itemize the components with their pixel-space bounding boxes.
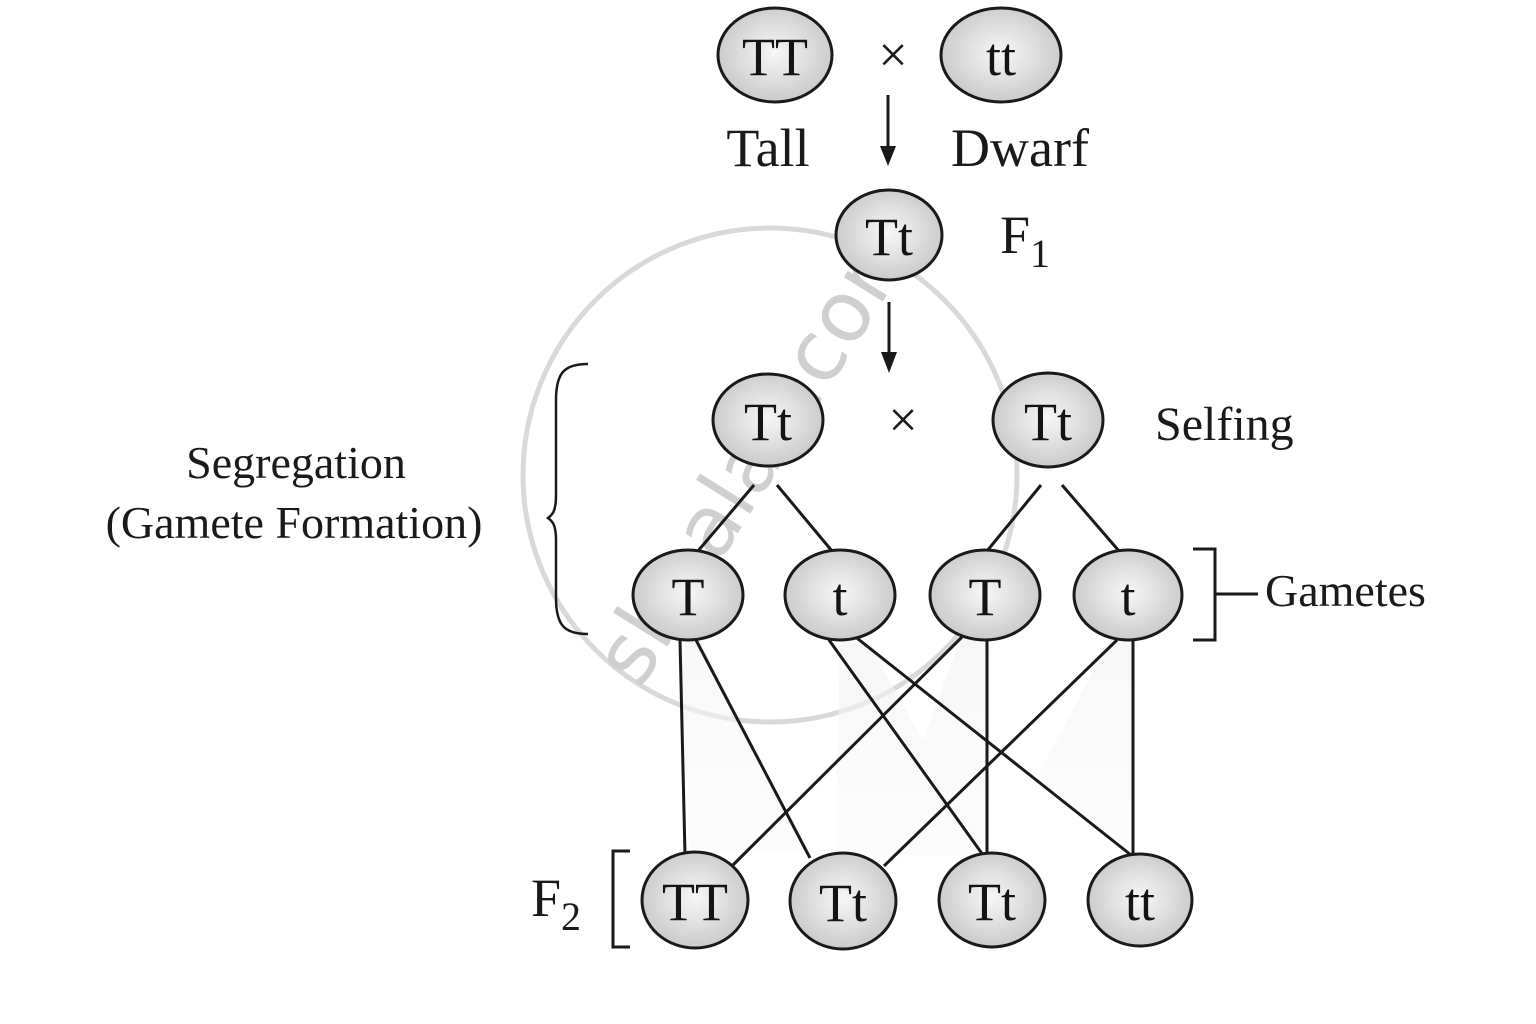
gamete-formation-label: (Gamete Formation) bbox=[106, 497, 483, 548]
f2-node: Tt bbox=[937, 851, 1047, 949]
phenotype-label-tall: Tall bbox=[726, 118, 809, 178]
parent-dwarf: tt bbox=[939, 6, 1063, 104]
watermark-circle bbox=[520, 225, 1020, 725]
genotype-node bbox=[939, 6, 1063, 104]
gamete-text: t bbox=[1120, 567, 1135, 627]
gamete-text: T bbox=[672, 567, 705, 627]
parent-tall: TT bbox=[716, 6, 834, 104]
f2-label-main: F bbox=[531, 868, 561, 928]
arrow-head-icon bbox=[881, 352, 897, 373]
genotype-text: Tt bbox=[865, 207, 913, 267]
fertilization-lines bbox=[678, 633, 1135, 868]
genotype-text: Tt bbox=[1024, 392, 1072, 452]
gamete-row: T t T t bbox=[631, 548, 1184, 642]
f2-node: tt bbox=[1086, 852, 1194, 948]
f1-label-main: F bbox=[1000, 205, 1030, 265]
genotype-node bbox=[834, 188, 944, 282]
f1-label-sub: 1 bbox=[1030, 231, 1050, 276]
genotype-node bbox=[716, 6, 834, 104]
genotype-text: Tt bbox=[819, 873, 867, 933]
gamete-text: t bbox=[832, 567, 847, 627]
connection-shading bbox=[680, 640, 1133, 855]
segregation-label: Segregation bbox=[186, 437, 406, 488]
selfing-left: Tt bbox=[711, 372, 825, 468]
f2-label: F2 bbox=[531, 868, 581, 939]
genotype-text: tt bbox=[986, 27, 1016, 87]
f2-bracket bbox=[611, 849, 630, 949]
arrow-head-icon bbox=[880, 146, 896, 166]
genotype-text: TT bbox=[742, 27, 808, 87]
gamete-text: T bbox=[969, 567, 1002, 627]
selfing-label: Selfing bbox=[1155, 398, 1294, 451]
arrow-p-to-f1 bbox=[880, 95, 896, 166]
cross-symbol: × bbox=[878, 27, 907, 84]
f2-node: TT bbox=[640, 850, 750, 950]
gametes-bracket bbox=[1193, 547, 1258, 642]
selfing-right: Tt bbox=[991, 371, 1105, 469]
f1-node: Tt bbox=[834, 188, 944, 282]
gametes-label: Gametes bbox=[1265, 565, 1426, 616]
segregation-brace bbox=[545, 362, 589, 636]
gamete-node: T bbox=[631, 548, 745, 642]
f2-label-sub: 2 bbox=[561, 894, 581, 939]
f2-node: Tt bbox=[788, 851, 898, 951]
genotype-node bbox=[711, 372, 825, 468]
arrow-f1-to-selfing bbox=[881, 302, 897, 373]
genotype-text: tt bbox=[1125, 872, 1155, 932]
selfing-cross-symbol: × bbox=[888, 392, 917, 449]
phenotype-label-dwarf: Dwarf bbox=[951, 118, 1089, 178]
gamete-node: t bbox=[783, 548, 897, 642]
segregation-lines bbox=[696, 484, 1121, 552]
genotype-text: TT bbox=[662, 872, 728, 932]
gamete-node: T bbox=[928, 548, 1042, 642]
genotype-node bbox=[991, 371, 1105, 469]
gamete-node: t bbox=[1072, 548, 1184, 642]
f2-row: TT Tt Tt tt bbox=[640, 850, 1194, 951]
f1-label: F1 bbox=[1000, 205, 1050, 276]
genotype-text: Tt bbox=[968, 872, 1016, 932]
genotype-text: Tt bbox=[744, 392, 792, 452]
